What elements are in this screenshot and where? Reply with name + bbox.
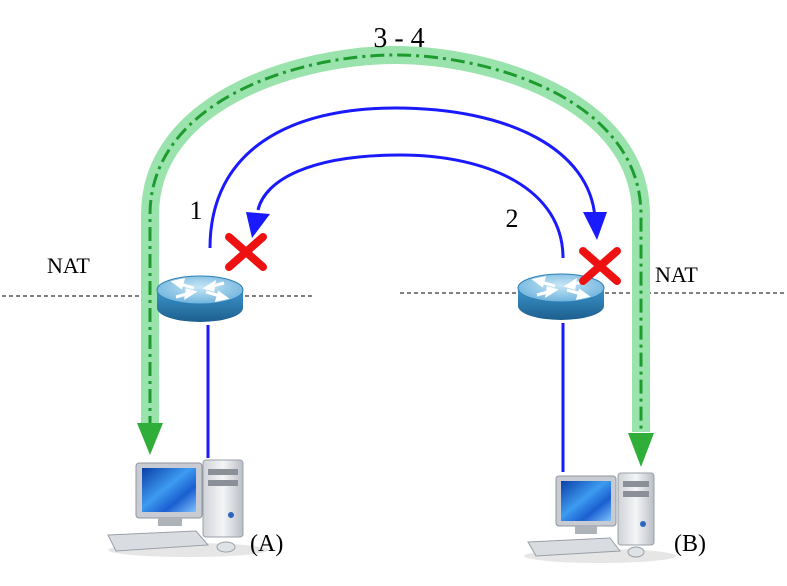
relay-path <box>137 46 654 467</box>
relay-band <box>141 46 650 432</box>
blocked-x-icon <box>225 233 267 271</box>
relay-arrowhead-left <box>137 423 163 455</box>
direct-path-2 <box>256 153 565 259</box>
label-nat-right: NAT <box>655 262 698 287</box>
label-path-2: 2 <box>506 204 519 233</box>
computer-tower <box>202 459 244 538</box>
label-top-path: 3 - 4 <box>373 23 424 54</box>
direct-path-2-arrowhead <box>246 212 270 238</box>
router-body-top <box>156 275 244 305</box>
blocked-x-icon <box>579 247 621 285</box>
computer-keyboard <box>107 530 210 552</box>
router-icon <box>517 273 605 320</box>
computer-mouse <box>216 541 236 553</box>
router-arrows <box>170 277 230 303</box>
computer-icon <box>107 459 268 557</box>
computer-monitor-screen <box>561 481 611 521</box>
direct-path-1-arrowhead <box>583 212 607 240</box>
direct-paths <box>208 106 607 259</box>
computer-keyboard <box>527 537 621 557</box>
label-host-a: (A) <box>250 531 283 557</box>
label-nat-left: NAT <box>47 253 90 278</box>
relay-dash-line <box>148 53 643 432</box>
direct-path-1 <box>208 106 597 249</box>
computer-monitor-screen <box>142 468 196 512</box>
label-path-1: 1 <box>190 196 203 225</box>
label-host-b: (B) <box>674 531 706 557</box>
relay-arrowhead-right <box>628 433 654 467</box>
router-icon <box>156 275 244 322</box>
computer-icon <box>524 472 676 563</box>
computer-mouse <box>627 546 645 558</box>
host-links <box>206 323 565 472</box>
nat-boundary-lines <box>2 292 787 297</box>
